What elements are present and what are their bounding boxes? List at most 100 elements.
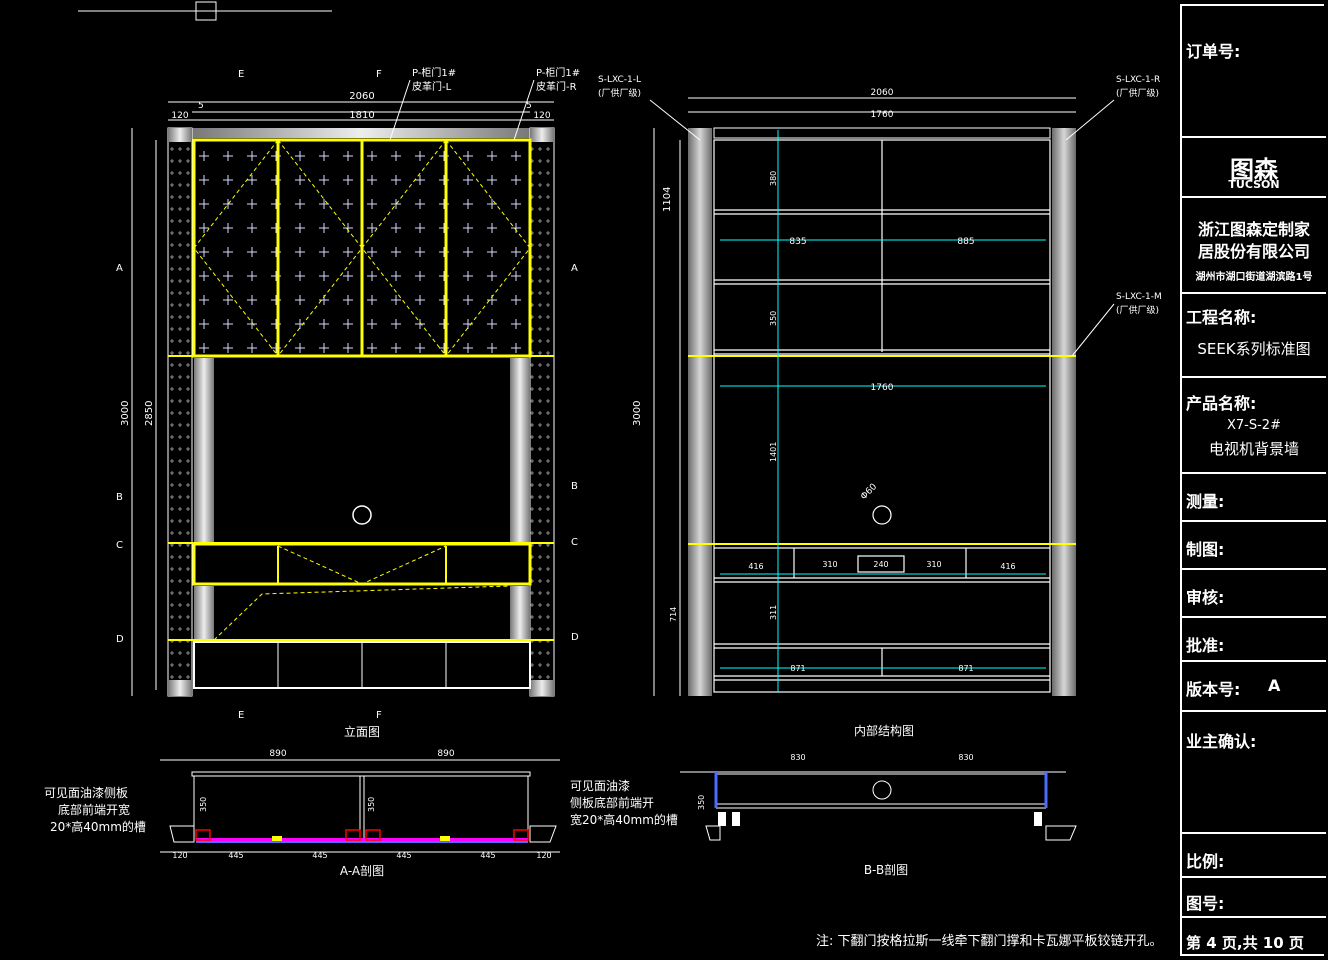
struct-total-width: 2060 xyxy=(871,88,894,98)
bb-depth: 350 xyxy=(697,795,706,810)
logo-en: TUCSON xyxy=(1228,178,1280,191)
elev-inner-height: 2850 xyxy=(144,401,155,426)
order-row: 订单号: xyxy=(1182,6,1326,138)
elev-inner-width: 1810 xyxy=(349,110,374,121)
order-label: 订单号: xyxy=(1186,42,1241,61)
marker-e-bottom: E xyxy=(238,710,244,721)
approve-label: 批准: xyxy=(1186,636,1225,655)
company-name-1: 浙江图森定制家 xyxy=(1197,220,1310,239)
marker-b-left: B xyxy=(116,492,123,503)
owner-row: 业主确认: xyxy=(1182,710,1326,834)
project-row: 工程名称: SEEK系列标准图 xyxy=(1182,292,1326,378)
product-row: 产品名称: X7-S-2# 电视机背景墙 xyxy=(1182,376,1326,474)
product-name: 电视机背景墙 xyxy=(1208,440,1299,458)
cad-drawing-canvas: 2060 1810 120 120 5 5 3000 2850 P-柜门1# 皮… xyxy=(44,1,1162,878)
check-row: 审核: xyxy=(1182,568,1326,618)
marker-a-right: A xyxy=(571,263,578,274)
version-value: A xyxy=(1268,676,1281,695)
marker-f-top: F xyxy=(376,69,382,80)
product-label: 产品名称: xyxy=(1186,394,1257,413)
elev-height: 3000 xyxy=(120,401,131,426)
draw-label: 制图: xyxy=(1186,540,1225,559)
elev-side-right: 120 xyxy=(533,111,550,121)
struct-drawer-1: 416 xyxy=(748,562,763,571)
aa-bottom-4: 445 xyxy=(480,851,495,860)
section-markers-elevation: E F A A B B C C D D E F xyxy=(116,69,579,721)
struct-vert-1401: 1401 xyxy=(769,442,778,462)
door-right-label-1: P-柜门1# xyxy=(536,66,580,79)
struct-bottom-right: 871 xyxy=(958,664,973,673)
aa-top-left: 890 xyxy=(269,749,286,759)
version-row: 版本号: A xyxy=(1182,660,1326,712)
struct-col-left: 835 xyxy=(789,237,806,247)
aa-note-left-2: 底部前端开宽 xyxy=(58,802,130,817)
version-label: 版本号: xyxy=(1186,680,1241,699)
aa-note-right-3: 宽20*高40mm的槽 xyxy=(570,812,678,827)
scale-label: 比例: xyxy=(1186,852,1225,871)
aa-note-right-2: 侧板底部前端开 xyxy=(570,795,654,810)
drawing-no-label: 图号: xyxy=(1186,894,1225,913)
elev-5-left: 5 xyxy=(198,101,204,111)
aa-note-right-1: 可见面油漆 xyxy=(570,779,630,793)
elevation-title: 立面图 xyxy=(344,724,380,739)
aa-note-left-1: 可见面油漆侧板 xyxy=(44,786,128,800)
struct-vert-380: 380 xyxy=(769,171,778,186)
elev-5-right: 5 xyxy=(526,101,532,111)
lxc-l-factory: (厂供厂级) xyxy=(598,87,641,99)
aa-top-right: 890 xyxy=(437,749,454,759)
section-bb-title: B-B剖图 xyxy=(864,863,908,877)
scale-row: 比例: xyxy=(1182,832,1326,878)
section-bb-view xyxy=(680,771,1077,841)
marker-c-left: C xyxy=(116,540,123,551)
struct-mid-width: 1760 xyxy=(871,383,894,393)
struct-vert-350: 350 xyxy=(769,311,778,326)
struct-drawer-3: 240 xyxy=(873,560,888,569)
struct-drawer-4: 310 xyxy=(926,560,941,569)
header-marker xyxy=(78,1,332,21)
lxc-l-label: S-LXC-1-L xyxy=(598,75,641,85)
aa-depth-2: 350 xyxy=(367,797,376,812)
elev-side-left: 120 xyxy=(171,111,188,121)
door-left-label-2: 皮革门-L xyxy=(412,80,452,93)
page-row: 第 4 页,共 10 页 xyxy=(1182,916,1326,956)
door-left-label-1: P-柜门1# xyxy=(412,66,456,79)
marker-d-right: D xyxy=(571,632,579,643)
drawing-no-row: 图号: xyxy=(1182,876,1326,918)
company-row: 浙江图森定制家 居股份有限公司 湖州市湖口街道湖滨路1号 xyxy=(1182,196,1326,294)
struct-vert-714: 714 xyxy=(669,607,678,622)
door-right-label-2: 皮革门-R xyxy=(536,80,577,93)
marker-d-left: D xyxy=(116,634,124,645)
aa-note-left-3: 20*高40mm的槽 xyxy=(50,819,146,834)
product-code: X7-S-2# xyxy=(1227,418,1281,433)
struct-bottom-left: 871 xyxy=(790,664,805,673)
lxc-r-factory: (厂供厂级) xyxy=(1116,87,1159,99)
struct-vert-311: 311 xyxy=(769,605,778,620)
struct-inner-width: 1760 xyxy=(871,110,894,120)
struct-drawer-5: 416 xyxy=(1000,562,1015,571)
check-label: 审核: xyxy=(1186,588,1225,607)
marker-a-left: A xyxy=(116,263,123,274)
struct-hole: Φ60 xyxy=(859,482,879,502)
aa-bottom-2: 445 xyxy=(312,851,327,860)
struct-height: 3000 xyxy=(632,401,643,426)
aa-bottom-3: 445 xyxy=(396,851,411,860)
measure-label: 测量: xyxy=(1186,492,1225,511)
marker-f-bottom: F xyxy=(376,710,382,721)
elev-total-width: 2060 xyxy=(349,91,374,102)
marker-b-right: B xyxy=(571,481,578,492)
company-name-2: 居股份有限公司 xyxy=(1197,242,1310,261)
measure-row: 测量: xyxy=(1182,472,1326,522)
section-aa-title: A-A剖图 xyxy=(340,864,384,878)
aa-side-left: 120 xyxy=(172,851,187,860)
bb-top-right: 830 xyxy=(958,753,973,762)
lxc-r-label: S-LXC-1-R xyxy=(1116,75,1160,85)
approve-row: 批准: xyxy=(1182,616,1326,662)
logo-cn: 图森 xyxy=(1230,156,1278,184)
logo-row: 图森 TUCSON xyxy=(1182,136,1326,198)
aa-side-right: 120 xyxy=(536,851,551,860)
title-block: 订单号: 图森 TUCSON 浙江图森定制家 居股份有限公司 湖州市湖口街道湖滨… xyxy=(1180,4,1326,956)
project-label: 工程名称: xyxy=(1186,308,1257,327)
page-label: 第 4 页,共 10 页 xyxy=(1186,934,1304,952)
bb-top-left: 830 xyxy=(790,753,805,762)
elevation-view xyxy=(131,101,555,697)
